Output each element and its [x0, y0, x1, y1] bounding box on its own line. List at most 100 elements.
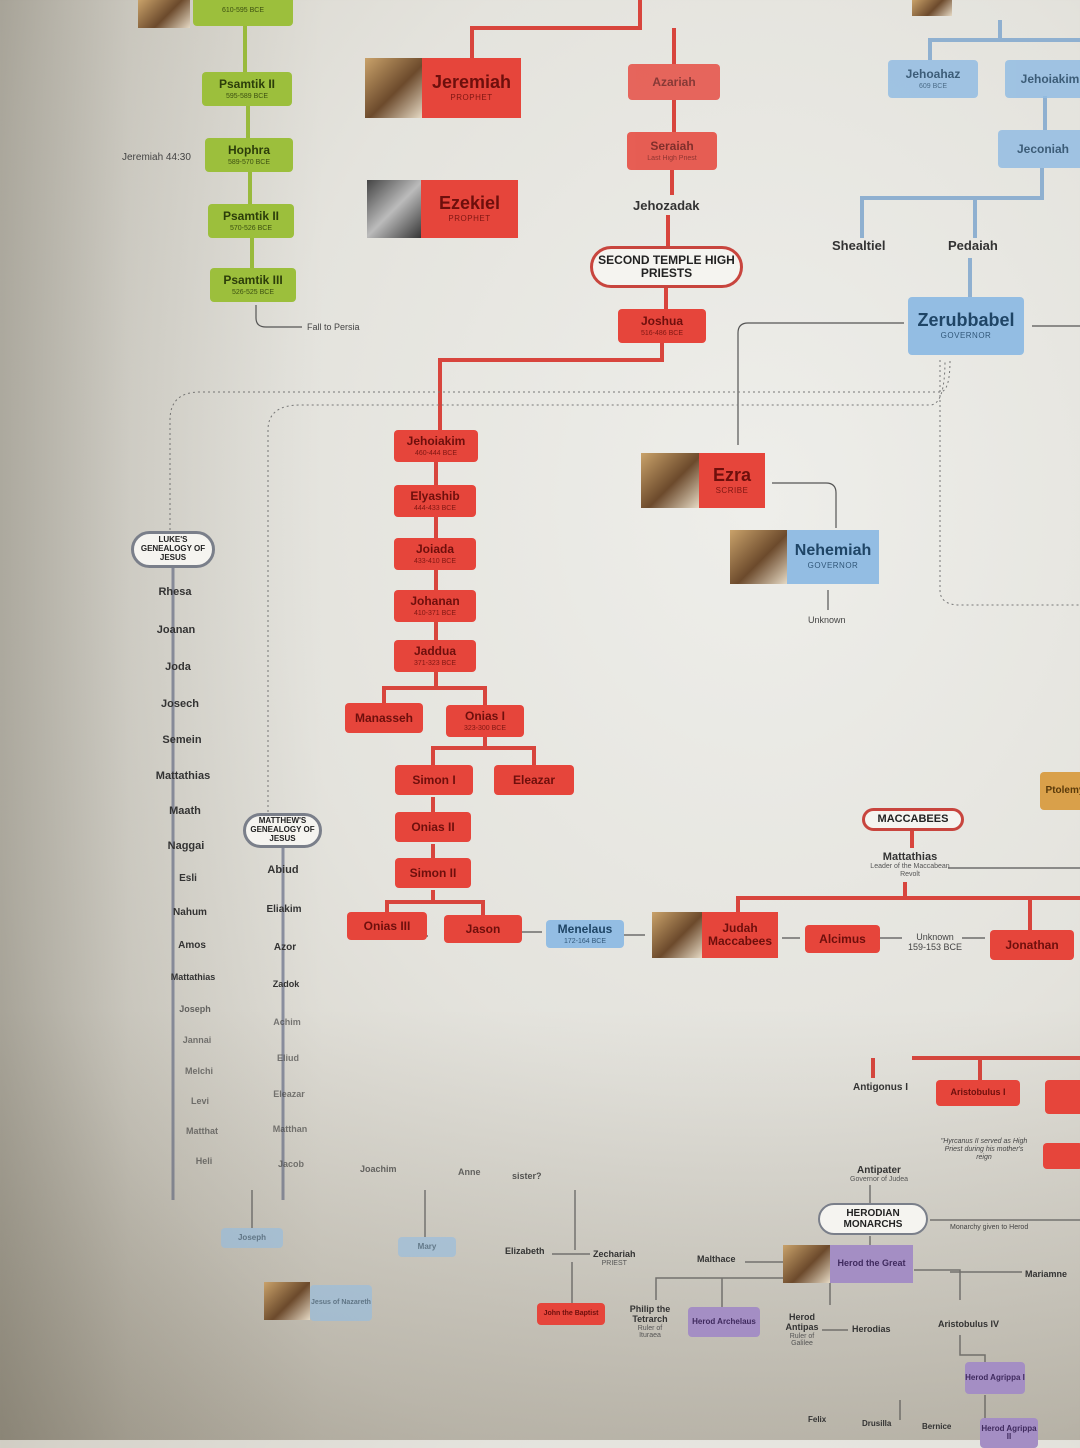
luke-name: Rhesa: [158, 586, 192, 598]
node-name: Ptolemy: [1045, 784, 1080, 796]
node-name: Jason: [465, 921, 501, 936]
node-name: Simon I: [412, 772, 456, 787]
node-aristobulus-i[interactable]: Aristobulus I: [936, 1080, 1020, 1106]
node-date: 410-371 BCE: [413, 609, 457, 617]
node-name: Seraiah: [650, 139, 694, 154]
node-simon-ii[interactable]: Simon II: [395, 858, 471, 888]
node-name: Zerubbabel: [917, 310, 1015, 331]
node-azariah[interactable]: Azariah: [628, 64, 720, 100]
label-pedaiah: Pedaiah: [948, 238, 998, 253]
node-name: Herod Agrippa II: [981, 1423, 1037, 1441]
node-role: PROPHET: [450, 93, 493, 103]
node-name: Jesus of Nazareth: [311, 1299, 371, 1307]
node-ptolemy[interactable]: Ptolemy: [1040, 772, 1080, 810]
label-text: Philip the Tetrarch: [629, 1304, 671, 1324]
herod-portrait: [783, 1245, 830, 1283]
node-name: Menelaus: [557, 922, 613, 937]
node-mary[interactable]: Mary: [398, 1237, 456, 1257]
matthew-name: Eleazar: [273, 1089, 305, 1099]
node-name: Simon II: [409, 865, 457, 880]
node-hyrcanus[interactable]: [1043, 1143, 1080, 1169]
hyrcanus-note: "Hyrcanus II served as High Priest durin…: [940, 1138, 1028, 1162]
node-role: GOVERNOR: [940, 331, 992, 341]
node-jesus[interactable]: Jesus of Nazareth: [310, 1285, 372, 1321]
matthew-name: Matthan: [272, 1124, 308, 1134]
node-role: Last High Priest: [647, 154, 697, 162]
node-onias-ii[interactable]: Onias II: [395, 812, 471, 842]
luke-name: Mattathias: [155, 770, 211, 782]
luke-name: Melchi: [184, 1066, 213, 1076]
label-unknown: Unknown: [808, 615, 846, 625]
matthew-name: Azor: [273, 942, 297, 953]
node-judah-maccabees[interactable]: Judah Maccabees: [702, 912, 778, 958]
node-name: Jaddua: [413, 644, 456, 659]
label-herodias: Herodias: [852, 1324, 891, 1334]
node-name: Azariah: [652, 74, 696, 89]
luke-name: Josech: [161, 698, 199, 710]
label-sister: sister?: [512, 1171, 542, 1181]
label-bernice: Bernice: [922, 1422, 952, 1431]
node-alcimus[interactable]: Alcimus: [805, 925, 880, 953]
label-role: Ruler of Galilee: [789, 1332, 815, 1348]
node-joseph[interactable]: Joseph: [221, 1228, 283, 1248]
node-necho[interactable]: 610-595 BCE: [193, 0, 293, 26]
judah-portrait: [652, 912, 702, 958]
node-date: 460-444 BCE: [414, 449, 458, 457]
node-jeconiah[interactable]: Jeconiah: [998, 130, 1080, 168]
heading-luke-genealogy: LUKE'S GENEALOGY OF JESUS: [131, 531, 215, 568]
node-manasseh[interactable]: Manasseh: [345, 703, 423, 733]
node-jonathan[interactable]: Jonathan: [990, 930, 1074, 960]
node-name: Manasseh: [354, 710, 414, 725]
jesus-portrait: [264, 1282, 310, 1320]
label-text: Zechariah: [593, 1249, 636, 1259]
node-name: Jehoahaz: [905, 67, 961, 82]
luke-name: Naggai: [167, 840, 205, 852]
label-aristobulus-iv: Aristobulus IV: [938, 1319, 1000, 1329]
node-name: Alcimus: [819, 931, 866, 946]
matthew-name: Zadok: [272, 979, 300, 989]
node-herod-archelaus[interactable]: Herod Archelaus: [688, 1307, 760, 1337]
node-jason[interactable]: Jason: [444, 915, 522, 943]
luke-name: Joanan: [156, 624, 196, 636]
node-name: Jehoiakim: [1020, 71, 1080, 86]
luke-name: Mattathias: [170, 972, 216, 982]
node-jehoiakim-king[interactable]: Jehoiakim: [1005, 60, 1080, 98]
node-herod-agrippa-i[interactable]: Herod Agrippa I: [965, 1362, 1025, 1394]
node-herod-the-great[interactable]: Herod the Great: [830, 1245, 913, 1283]
node-date: 371-323 BCE: [413, 659, 457, 667]
ezra-portrait: [641, 453, 699, 508]
node-john-the-baptist[interactable]: John the Baptist: [537, 1303, 605, 1325]
node-herod-agrippa-ii[interactable]: Herod Agrippa II: [980, 1418, 1038, 1448]
node-name: Herod the Great: [837, 1258, 906, 1269]
scripture-reference: Jeremiah 44:30: [122, 152, 191, 163]
node-salome[interactable]: [1045, 1080, 1080, 1114]
node-date: 444-433 BCE: [413, 504, 457, 512]
node-date: 172-164 BCE: [563, 937, 607, 945]
node-name: Ezra: [712, 464, 752, 485]
node-onias-iii[interactable]: Onias III: [347, 912, 427, 940]
node-eleazar[interactable]: Eleazar: [494, 765, 574, 795]
node-name: Psamtik II: [218, 77, 276, 92]
label-text: Herod Antipas: [785, 1312, 819, 1332]
node-simon-i[interactable]: Simon I: [395, 765, 473, 795]
